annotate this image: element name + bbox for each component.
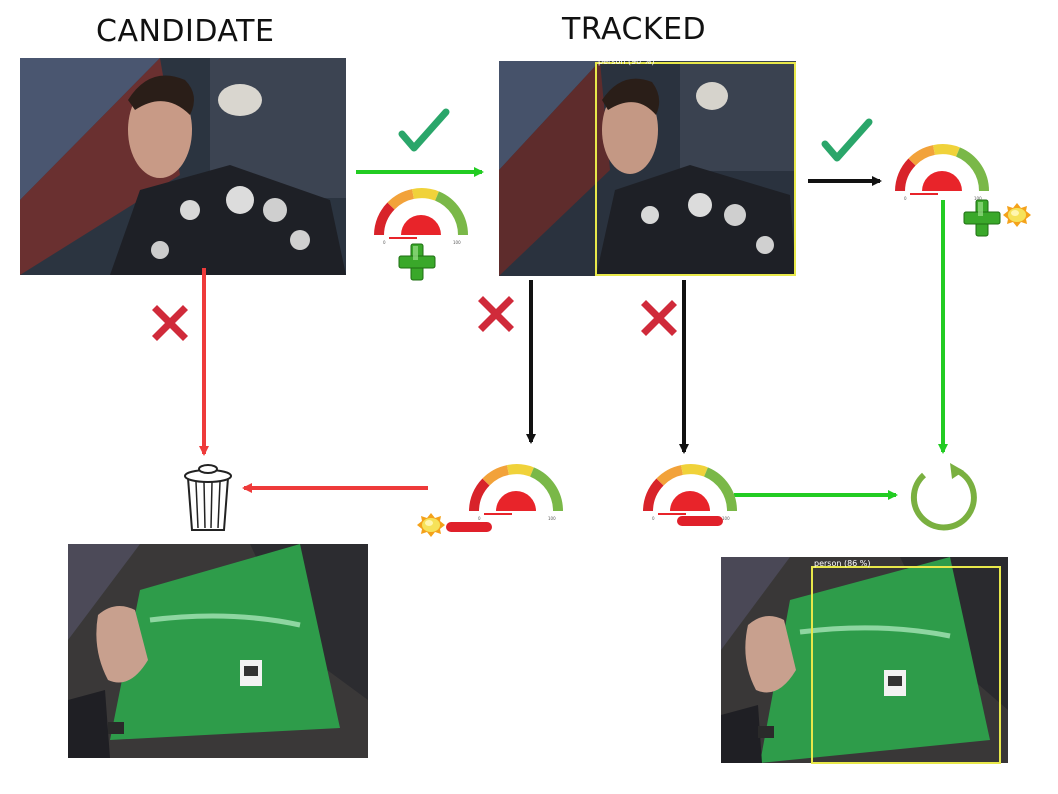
tracked-bbox-label: person (90 %) (598, 57, 655, 66)
trash-icon (184, 464, 232, 531)
cross-icon (478, 296, 514, 332)
plus-icon (963, 199, 1001, 237)
minus-icon (446, 522, 492, 532)
gauge-icon (900, 149, 984, 201)
check-icon (402, 112, 446, 148)
plus-icon (398, 243, 436, 281)
gauge-icon (648, 469, 732, 521)
occluded-kept-frame: person (86 %) (721, 557, 1008, 764)
minus-icon (677, 516, 723, 526)
gauge-icon (379, 193, 463, 245)
tracked-heading: TRACKED (562, 12, 707, 47)
occluded-dropped-frame (68, 544, 368, 758)
check-icon (825, 122, 869, 158)
kept-bbox-label: person (86 %) (814, 559, 871, 568)
cross-icon (152, 305, 188, 341)
spark-icon (1003, 203, 1031, 227)
gauge-icon (474, 469, 558, 521)
candidate-heading: CANDIDATE (96, 14, 275, 49)
loop-icon (910, 463, 977, 531)
spark-icon (417, 513, 445, 537)
candidate-frame (20, 58, 346, 275)
tracked-frame: person (90 %) (499, 57, 796, 276)
cross-icon (641, 300, 677, 336)
